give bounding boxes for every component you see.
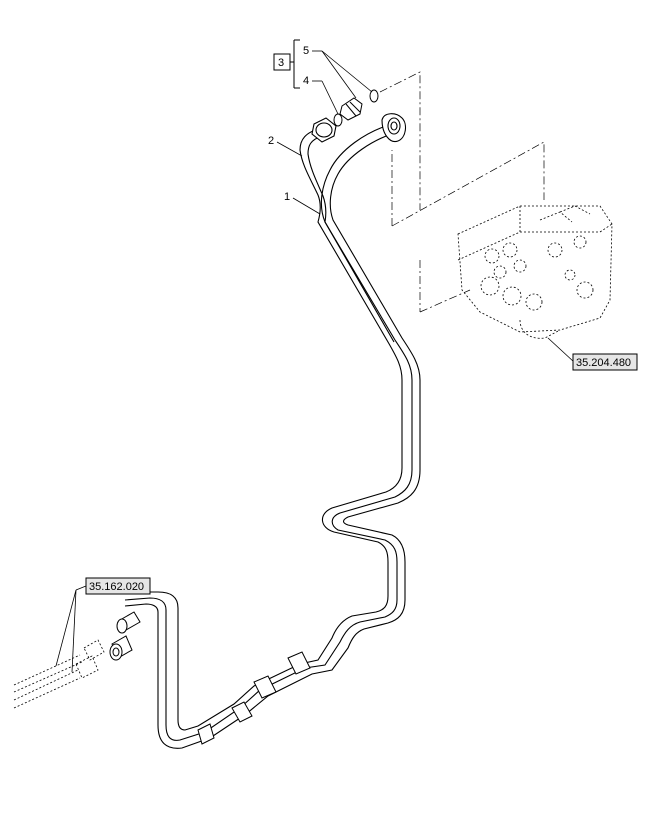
callout-label-3: 3 [278,57,284,69]
adapter-item-4 [333,97,363,127]
left-fittings [109,611,141,661]
elbow-fitting [381,113,407,143]
callout-label-2: 2 [268,135,274,147]
callout-bracket-3 [290,39,300,89]
leader-line-1 [292,197,321,215]
alignment-lines [379,71,545,313]
pipe-item-1 [124,123,421,749]
ref-box-valve[interactable] [572,353,638,371]
callout-label-5: 5 [303,45,309,57]
callout-label-1: 1 [284,191,290,203]
leader-ref-valve [547,337,575,363]
pipe-couplings [197,651,311,745]
control-valve-block [457,205,613,339]
quick-couplers [13,639,105,709]
callout-label-4: 4 [303,75,309,87]
pipe-item-2 [130,127,403,731]
leader-line-4 [312,80,339,115]
pipe2-nut [311,117,337,143]
callout-box-3 [273,53,291,71]
leader-lines-5 [312,50,373,99]
ref-label-coupler: 35.162.020 [89,581,144,593]
leader-line-2 [276,141,303,157]
o-ring-item-5 [369,89,379,103]
leader-ref-coupler [55,585,87,673]
ref-label-valve: 35.204.480 [576,357,631,369]
